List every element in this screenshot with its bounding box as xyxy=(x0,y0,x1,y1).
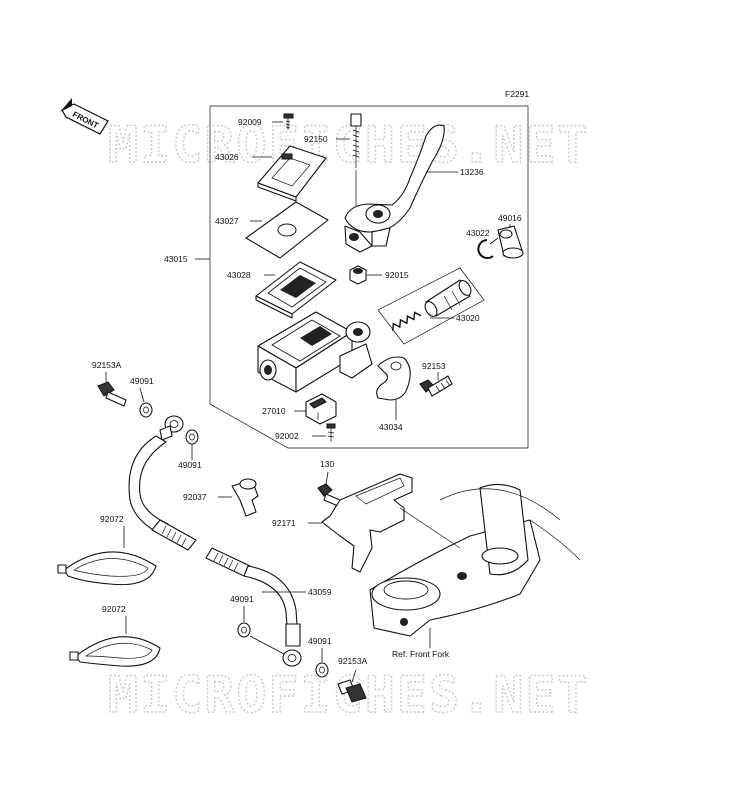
label-43028: 43028 xyxy=(227,270,251,280)
label-43020: 43020 xyxy=(456,313,480,323)
label-49016: 49016 xyxy=(498,213,522,223)
hose-clamp-92037 xyxy=(231,478,259,517)
screw-92009 xyxy=(283,113,294,130)
screw-92002 xyxy=(326,423,336,442)
label-92002: 92002 xyxy=(275,431,299,441)
label-43026: 43026 xyxy=(215,152,239,162)
piston-kit-43020 xyxy=(391,279,472,331)
bracket-92171 xyxy=(321,473,413,573)
label-ref-front-fork: Ref. Front Fork xyxy=(392,649,450,659)
diaphragm-plate-43027 xyxy=(245,201,329,259)
master-cylinder-body xyxy=(257,311,373,393)
pivot-bolt-92150 xyxy=(350,113,362,168)
label-43015: 43015 xyxy=(164,254,188,264)
brake-hose-upper xyxy=(128,415,197,551)
reservoir-cap-43026 xyxy=(257,145,327,202)
label-27010: 27010 xyxy=(262,406,286,416)
label-92171: 92171 xyxy=(272,518,296,528)
cable-tie-92072-b xyxy=(69,616,161,667)
cable-tie-92072-a xyxy=(57,526,157,586)
assembly-box xyxy=(209,105,529,449)
front-arrow-icon: FRONT xyxy=(60,98,109,135)
label-49091-b: 49091 xyxy=(178,460,202,470)
brake-hose-lower-43059 xyxy=(205,547,302,667)
figure-code: F2291 xyxy=(505,89,529,99)
label-43027: 43027 xyxy=(215,216,239,226)
banjo-bolt-92153A-top xyxy=(97,372,127,407)
label-92150: 92150 xyxy=(304,134,328,144)
front-fork-reference xyxy=(369,483,581,648)
banjo-bolt-92153A-bottom xyxy=(337,669,367,703)
label-43059: 43059 xyxy=(308,587,332,597)
label-92072-b: 92072 xyxy=(102,604,126,614)
label-49091-c: 49091 xyxy=(230,594,254,604)
label-92015: 92015 xyxy=(385,270,409,280)
label-92072-a: 92072 xyxy=(100,514,124,524)
watermark-bottom: MICROFICHES.NET xyxy=(108,666,590,724)
label-92153: 92153 xyxy=(422,361,446,371)
label-43022: 43022 xyxy=(466,228,490,238)
circlip-43022 xyxy=(477,237,499,259)
brake-lever-13236 xyxy=(344,124,445,253)
diaphragm-43028 xyxy=(255,261,337,319)
label-49091-d: 49091 xyxy=(308,636,332,646)
bolt-130 xyxy=(317,471,341,507)
watermark-top: MICROFICHES.NET xyxy=(108,116,590,174)
bolt-92153 xyxy=(419,372,453,397)
nut-92015 xyxy=(349,265,367,285)
label-92153A-bottom: 92153A xyxy=(338,656,368,666)
label-13236: 13236 xyxy=(460,167,484,177)
label-43034: 43034 xyxy=(379,422,403,432)
clamp-43034 xyxy=(376,356,411,420)
dust-boot-49016 xyxy=(497,224,524,259)
label-92153A-top: 92153A xyxy=(92,360,122,370)
label-92009: 92009 xyxy=(238,117,262,127)
label-130: 130 xyxy=(320,459,334,469)
label-49091-a: 49091 xyxy=(130,376,154,386)
brake-switch-27010 xyxy=(305,393,337,425)
label-92037: 92037 xyxy=(183,492,207,502)
